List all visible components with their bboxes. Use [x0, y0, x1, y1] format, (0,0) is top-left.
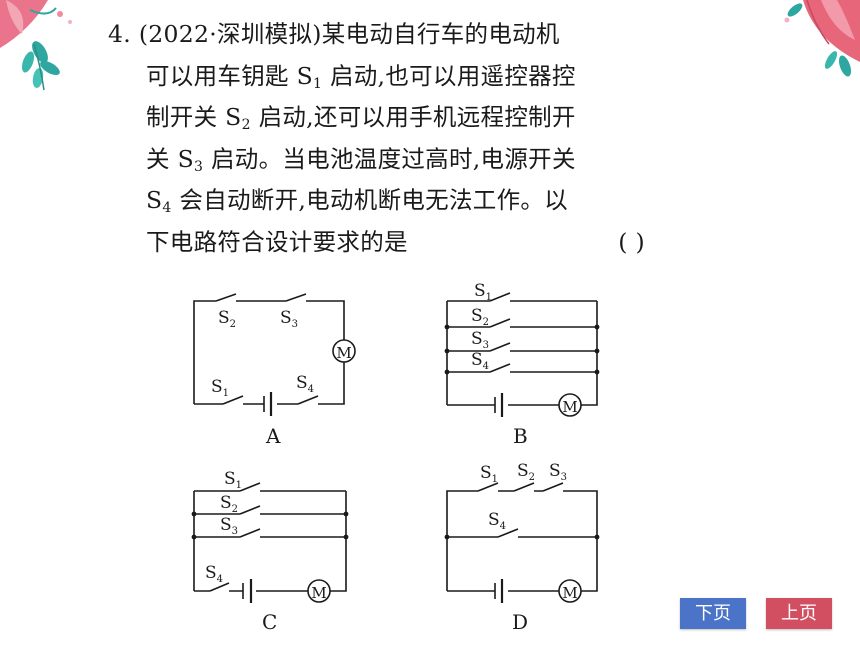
switch-label: S2	[218, 308, 236, 330]
switch-s4	[497, 528, 519, 538]
question-line-6: 下电路符合设计要求的是 ( )	[108, 222, 653, 264]
switch-s2	[239, 505, 261, 515]
option-label-b: B	[513, 424, 528, 448]
switch-s3	[542, 482, 564, 492]
switch-label: S4	[296, 373, 314, 395]
motor-label: M	[336, 344, 351, 362]
motor	[332, 339, 356, 363]
switch-s3	[239, 528, 261, 538]
switch-s1	[477, 482, 499, 492]
switch-label: S1	[224, 469, 242, 491]
motor-label: M	[562, 584, 577, 602]
switch-label: S4	[205, 563, 223, 585]
next-page-button[interactable]: 下页	[680, 598, 746, 629]
switch-s3	[489, 342, 511, 352]
switch-label: S4	[488, 510, 506, 532]
question-line-1: 4. (2022·深圳模拟)某电动自行车的电动机	[108, 20, 560, 48]
switch-s4	[297, 395, 319, 405]
question-text: 4. (2022·深圳模拟)某电动自行车的电动机 可以用车钥匙 S1 启动,也可…	[108, 14, 653, 263]
option-label-d: D	[512, 610, 528, 634]
switch-label: S1	[474, 281, 492, 303]
switch-s1	[489, 292, 511, 302]
switch-s4	[209, 582, 230, 592]
switch-label: S2	[517, 461, 535, 483]
question-line-2: 可以用车钥匙 S1 启动,也可以用遥控器控	[146, 61, 576, 92]
circuit-c: M S1 S2 S3 S4 C	[191, 469, 349, 634]
circuit-d: M S1 S2 S3 S4 D	[444, 461, 600, 634]
previous-page-button[interactable]: 上页	[766, 598, 832, 629]
switch-label: S1	[211, 377, 229, 399]
switch-s2	[489, 318, 511, 328]
switch-label: S3	[220, 515, 238, 537]
option-label-a: A	[265, 424, 281, 448]
question-line-5: S4 会自动断开,电动机断电无法工作。以	[146, 186, 568, 216]
motor	[307, 579, 331, 603]
switch-s1	[239, 482, 261, 492]
question-line-3: 制开关 S2 启动,还可以用手机远程控制开	[146, 103, 576, 133]
floral-decoration-right	[784, 0, 860, 77]
question-source: (2022·深圳模拟)	[138, 20, 322, 48]
switch-label: S3	[471, 329, 489, 351]
switch-s4	[489, 363, 511, 373]
motor	[558, 393, 582, 417]
question-line-4: 关 S3 启动。当电池温度过高时,电源开关	[146, 144, 576, 175]
answer-blank: ( )	[618, 227, 645, 256]
switch-label: S2	[220, 493, 238, 515]
motor-label: M	[311, 584, 326, 602]
switch-label: S1	[480, 463, 498, 485]
motor-label: M	[562, 398, 577, 416]
switch-s1	[222, 395, 244, 405]
switch-label: S2	[471, 306, 489, 328]
switch-s3	[285, 293, 307, 302]
switch-s2	[513, 482, 535, 492]
switch-label: S3	[549, 461, 567, 483]
motor	[558, 579, 582, 603]
switch-s2	[215, 293, 237, 302]
floral-decoration-left	[0, 0, 72, 91]
option-label-c: C	[262, 610, 277, 634]
switch-label: S4	[471, 350, 489, 372]
question-number: 4.	[108, 20, 132, 48]
circuit-a: M S2 S3 S1 S4 A	[193, 293, 356, 448]
switch-label: S3	[280, 308, 298, 330]
circuit-b: M S1 S2 S3 S4 B	[444, 281, 600, 448]
